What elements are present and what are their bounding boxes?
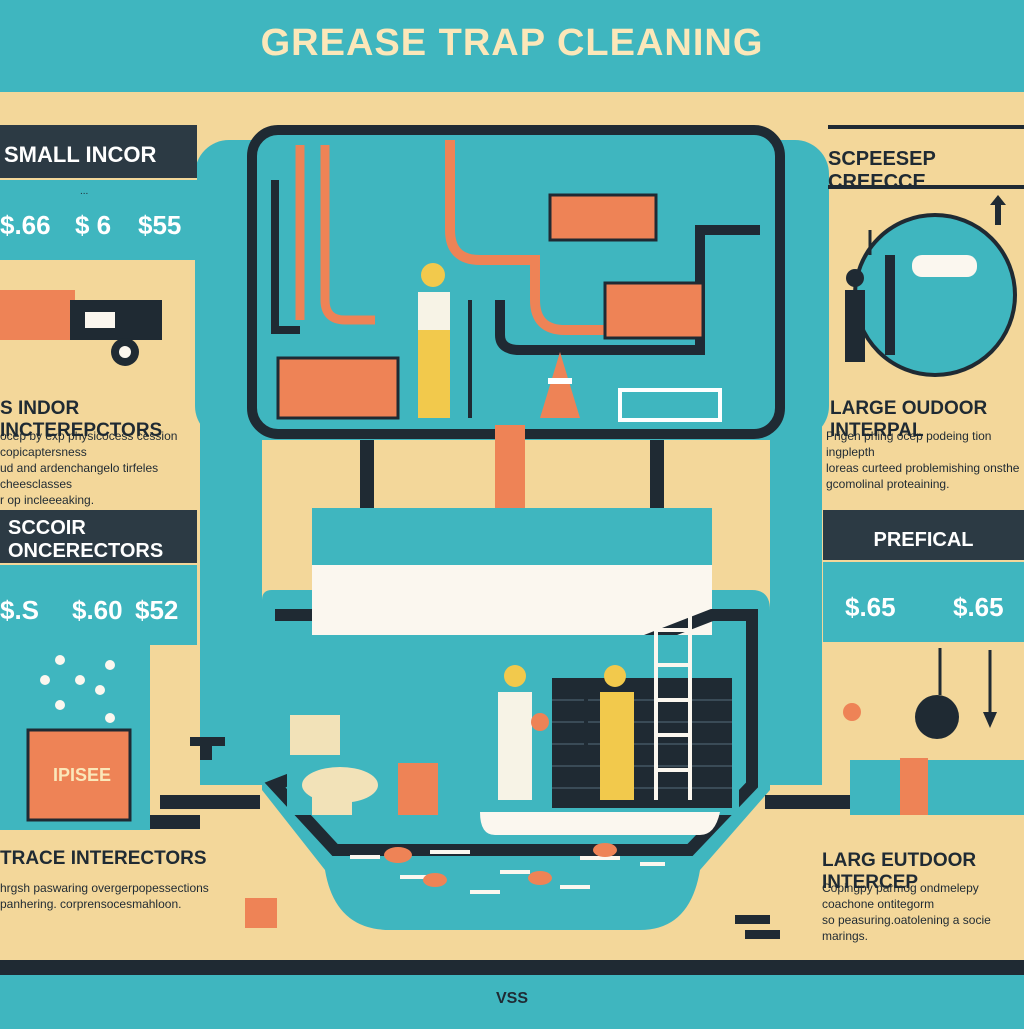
- orange-pipes: [295, 145, 375, 325]
- sink-lower: [603, 281, 705, 340]
- grease-water: [350, 850, 665, 894]
- price-2: $ 6: [75, 210, 112, 240]
- card-header: PREFICAL: [873, 528, 974, 551]
- price-1: $.65: [845, 592, 896, 622]
- section-heading-trace: TRACE INTERECTORS: [0, 848, 207, 869]
- left-pipe-column: [200, 365, 262, 785]
- round-tank-icon: [853, 213, 1017, 377]
- truck-icon: [70, 300, 162, 340]
- safety-cone-icon: [540, 352, 580, 418]
- dark-pipe-upper: [495, 225, 760, 355]
- card-prices: $.65 $.65: [823, 560, 1024, 642]
- truck-cargo: [0, 290, 75, 340]
- worker-lower-right: [600, 692, 634, 800]
- grease-bin-icon: [26, 728, 132, 822]
- price-3: $52: [135, 595, 179, 625]
- trough-bin: [276, 356, 400, 420]
- tank-row: [850, 760, 1024, 815]
- section-text-large-outdoor: Prigen phing ocep podeing tion ingplepth…: [826, 429, 1020, 491]
- price-2: $.60: [72, 595, 123, 625]
- orange-pipe-upper: [445, 140, 680, 335]
- toilet-icon: [290, 715, 340, 755]
- bin-label: IPISEE: [52, 765, 112, 785]
- sink-top: [548, 193, 658, 242]
- footer-label: VSS: [495, 990, 528, 1007]
- small-indoor-card: SMALL INCOR ... $.66 $ 6 $55: [0, 125, 197, 260]
- footer-bar: [0, 970, 1024, 1029]
- section-heading-large-outdoor-2: LARG EUTDOOR INTERCEP: [822, 850, 977, 893]
- section-heading-small-indoor: S INDOR INCTEREPCTORS: [0, 398, 163, 441]
- price-2: $.65: [953, 592, 1004, 622]
- outdoor-interceptors-card: SCCOIR ONCERECTORS $.S $.60 $52: [0, 510, 197, 645]
- preferred-card: PREFICAL $.65 $.65: [823, 510, 1024, 642]
- ladder: [654, 595, 692, 800]
- right-pipe-column: [770, 365, 822, 785]
- price-3: $55: [138, 210, 182, 240]
- section-text-large-outdoor-2: Copingpy parmog ondmelepy coachone ontit…: [822, 881, 991, 943]
- platform: [480, 812, 720, 835]
- section-text-small-indoor: ocep by exp physicocess cession copicapt…: [0, 429, 178, 507]
- lower-chamber-frame: [264, 609, 758, 856]
- dark-pipe-left: [271, 180, 300, 334]
- bucket-icon: [398, 763, 438, 815]
- worker-hardhat-icon: [421, 263, 445, 287]
- card-prices: ... $.66 $ 6 $55: [0, 178, 197, 260]
- water-drops-icon: [40, 655, 115, 723]
- card-header: SCCOIR ONCERECTORS: [8, 517, 164, 562]
- price-1: $.66: [0, 210, 51, 240]
- worker-upper: [418, 330, 450, 418]
- title-bar: [0, 0, 1024, 92]
- price-1: $.S: [0, 595, 40, 625]
- worker-lower-left: [498, 692, 532, 800]
- section-text-trace: hrgsh paswaring overgerpopessections pan…: [0, 881, 209, 911]
- section-heading-large-outdoor: LARGE OUDOOR INTERPAL: [830, 398, 988, 441]
- card-header: SMALL INCOR: [4, 142, 157, 167]
- page-title: GREASE TRAP CLEANING: [260, 22, 764, 64]
- inspector-figure: [845, 290, 865, 362]
- card-prices: $.S $.60 $52: [0, 563, 197, 645]
